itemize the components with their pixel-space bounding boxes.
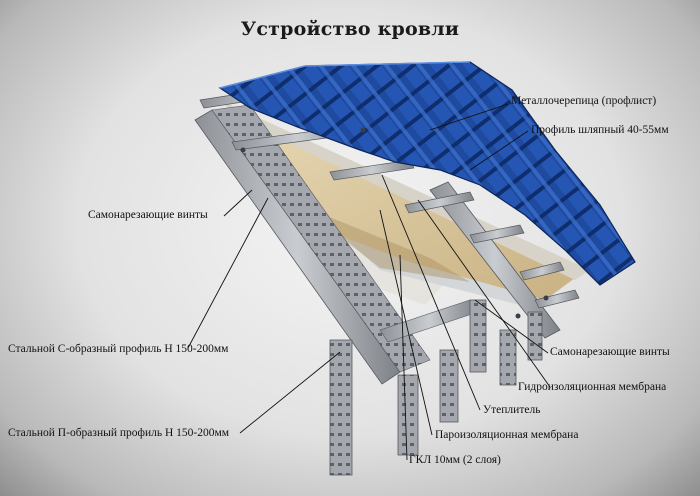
p-profile-post-1: [330, 340, 352, 475]
screw: [361, 128, 366, 133]
label-metal-tile: Металлочерепица (профлист): [511, 95, 656, 108]
leader-screws-left: [224, 190, 252, 216]
label-insulation: Утеплитель: [483, 404, 540, 417]
label-gkl: ГКЛ 10мм (2 слоя): [409, 454, 501, 467]
p-profile-post-5: [500, 330, 516, 385]
page-title: Устройство кровли: [0, 18, 700, 40]
label-c-profile: Стальной С-образный профиль Н 150-200мм: [8, 343, 228, 356]
p-profile-post-4: [470, 300, 486, 372]
label-screws-left: Самонарезающие винты: [88, 209, 208, 222]
label-hat-profile: Профиль шляпный 40-55мм: [531, 124, 669, 137]
screw: [516, 314, 521, 319]
label-p-profile: Стальной П-образный профиль Н 150-200мм: [8, 427, 229, 440]
label-screws-right: Самонарезающие винты: [550, 346, 670, 359]
screw: [241, 148, 246, 153]
label-vapor-barrier: Пароизоляционная мембрана: [435, 429, 578, 442]
screw: [544, 296, 549, 301]
p-profile-post-2: [398, 375, 418, 455]
label-waterproof: Гидроизоляционная мембрана: [518, 381, 666, 394]
leader-p-profile: [240, 352, 340, 433]
p-profile-post-6: [528, 312, 542, 360]
p-profile-post-3: [440, 350, 458, 422]
